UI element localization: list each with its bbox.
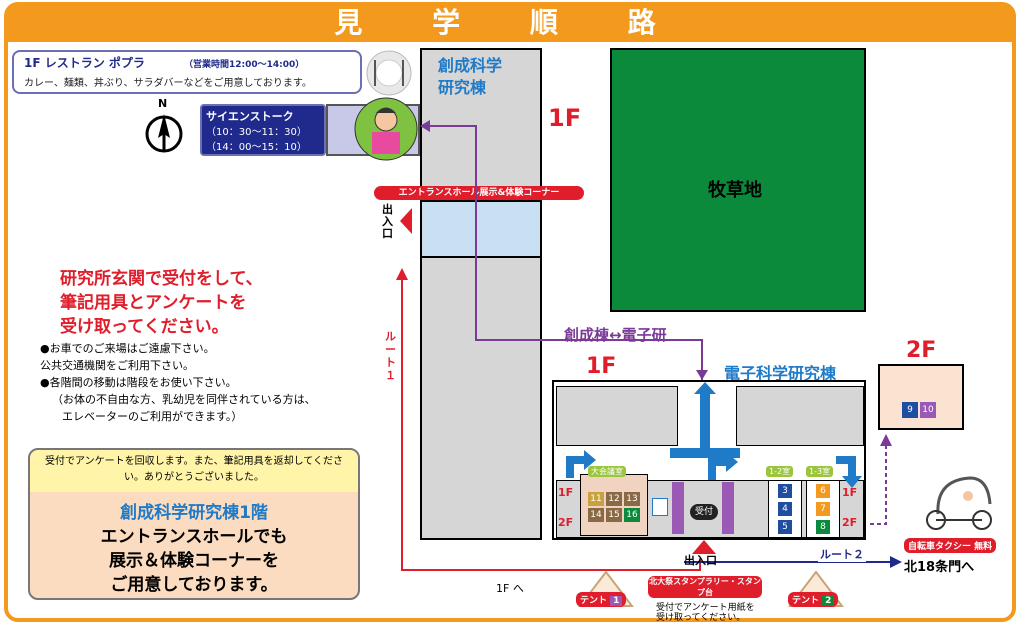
stamp-note-2: 受け取ってください。 xyxy=(656,613,746,623)
sousei-building xyxy=(420,48,542,540)
pasture-label: 牧草地 xyxy=(708,180,762,201)
elec-block-left xyxy=(556,386,678,446)
room-13: 13 xyxy=(624,492,640,506)
tent-1-label: テント 1 xyxy=(576,592,627,607)
conf-room-label: 大会議室 xyxy=(588,466,626,477)
floor2-room xyxy=(878,364,964,430)
room-1-3-label: 1-3室 xyxy=(806,466,834,477)
entrance-hall xyxy=(422,200,540,258)
elec-block-right xyxy=(736,386,864,446)
science-talk-box xyxy=(200,104,326,156)
stairs-left-2f: 2F xyxy=(558,516,574,529)
entrance-hall-banner: エントランスホール展示&体験コーナー xyxy=(374,186,584,200)
sousei-building-name-2: 研究棟 xyxy=(438,78,487,97)
stamp-banner: 北大祭スタンプラリー・スタンプ台 xyxy=(648,576,762,598)
elec-floor2-label: 2F xyxy=(906,338,937,363)
notice-box: 受付でアンケートを回収します。また、筆記用具を返却してください。ありがとうござい… xyxy=(28,448,360,600)
entrance-side-label: 出入口 xyxy=(382,203,393,240)
to-1f-label: 1F へ xyxy=(496,582,524,595)
notice-line-3: 展示＆体験コーナーを xyxy=(109,551,279,571)
room-14: 14 xyxy=(588,508,604,522)
purple-pillar-right xyxy=(722,482,734,534)
page-title: 見 学 順 路 xyxy=(8,4,1012,42)
north-gate-label: 北18条門へ xyxy=(904,560,975,575)
elec-floor1-label: 1F xyxy=(586,354,617,379)
note-4: （お体の不自由な方、乳幼児を同伴されている方は、 xyxy=(52,393,316,406)
reception-msg-2: 筆記用具とアンケートを xyxy=(60,293,247,313)
restaurant-desc: カレー、麺類、丼ぶり、サラダバーなどをご用意しております。 xyxy=(24,78,312,89)
restaurant-hours: （営業時間12:00～14:00） xyxy=(184,60,305,70)
science-talk-time-2: （14：00～15：10） xyxy=(206,142,307,153)
room-15: 15 xyxy=(606,508,622,522)
stairs-right-1f: 1F xyxy=(842,486,858,499)
stairs-left-1f: 1F xyxy=(558,486,574,499)
tent-2-label: テント 2 xyxy=(788,592,839,607)
bottom-entrance-label: 出入口 xyxy=(684,554,717,567)
stairs-right-2f: 2F xyxy=(842,516,858,529)
cutlery-icon xyxy=(366,50,412,96)
bottom-entrance-arrow-icon xyxy=(692,540,716,554)
reception-msg-1: 研究所玄関で受付をして、 xyxy=(60,269,263,289)
compass-n-label: N xyxy=(158,97,168,110)
purple-pillar-left xyxy=(672,482,684,534)
pasture-field xyxy=(610,48,866,312)
room-8: 8 xyxy=(816,520,830,534)
notice-line-1: 創成科学研究棟1階 xyxy=(120,503,268,523)
note-5: エレベーターのご利用ができます。） xyxy=(62,410,243,423)
elevator-icon xyxy=(652,498,668,516)
route-1-label: ルート１ xyxy=(385,330,396,382)
compass-icon xyxy=(145,114,183,153)
restaurant-name: 1F レストラン ポプラ xyxy=(24,56,145,70)
sousei-floor-label: 1F xyxy=(548,104,582,132)
room-11: 11 xyxy=(588,492,604,506)
stamp-note-1: 受付でアンケート用紙を xyxy=(656,603,755,613)
reception-desk: 受付 xyxy=(690,504,718,520)
room-5: 5 xyxy=(778,520,792,534)
reception-msg-3: 受け取ってください。 xyxy=(60,317,229,337)
room-7: 7 xyxy=(816,502,830,516)
entrance-arrow-icon xyxy=(400,208,412,234)
sousei-building-name-1: 創成科学 xyxy=(438,56,503,75)
route-2-label: ルート２ xyxy=(818,546,866,562)
room-10: 10 xyxy=(920,402,936,418)
room-4: 4 xyxy=(778,502,792,516)
note-3: ●各階間の移動は階段をお使い下さい。 xyxy=(40,376,237,389)
room-9: 9 xyxy=(902,402,918,418)
note-2: 公共交通機関をご利用下さい。 xyxy=(40,359,194,372)
conf-room-numbers: 11 12 13 14 15 16 xyxy=(588,492,642,522)
restaurant-box xyxy=(12,50,362,94)
link-label: 創成棟↔電子研 xyxy=(564,326,667,344)
room-16: 16 xyxy=(624,508,640,522)
note-1: ●お車でのご来場はご遠慮下さい。 xyxy=(40,342,215,355)
science-talk-title: サイエンストーク xyxy=(206,110,294,123)
room-12: 12 xyxy=(606,492,622,506)
elec-building-name: 電子科学研究棟 xyxy=(724,364,837,383)
notice-line-4: ご用意しております。 xyxy=(110,575,278,595)
notice-line-2: エントランスホールでも xyxy=(100,527,288,547)
taxi-label: 自転車タクシー 無料 xyxy=(904,538,997,553)
room-6: 6 xyxy=(816,484,830,498)
room-3: 3 xyxy=(778,484,792,498)
bicycle-taxi-icon xyxy=(926,476,992,530)
room-1-2-label: 1-2室 xyxy=(766,466,794,477)
science-talk-time-1: （10：30～11：30） xyxy=(206,127,307,138)
notice-top-band: 受付でアンケートを回収します。また、筆記用具を返却してください。ありがとうござい… xyxy=(30,450,358,492)
presenter-icon xyxy=(354,97,418,161)
